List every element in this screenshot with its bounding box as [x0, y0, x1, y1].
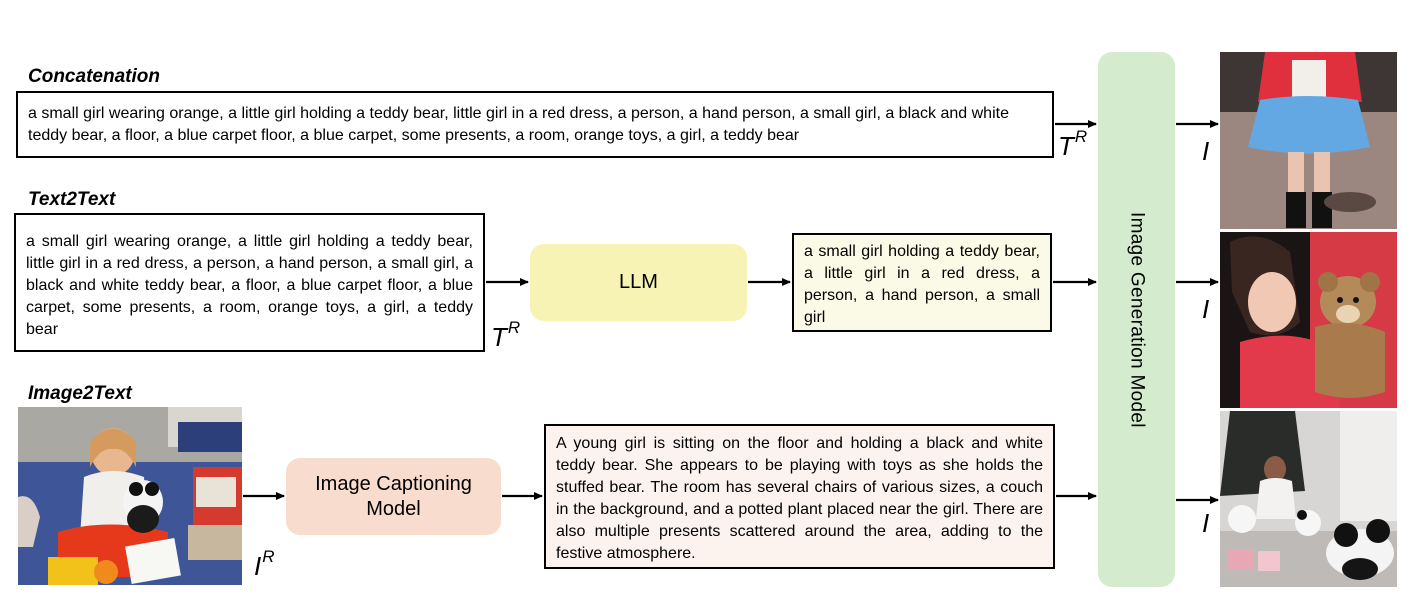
concatenation-title: Concatenation: [28, 66, 160, 87]
generated-image-2: [1220, 232, 1397, 408]
text-reference-symbol-1: TR: [1058, 127, 1087, 162]
llm-label: LLM: [619, 271, 658, 293]
output-symbol-3: I: [1202, 508, 1210, 538]
output-symbol-2: I: [1202, 294, 1210, 324]
image-reference-symbol: IR: [254, 547, 275, 582]
llm-block: LLM: [530, 244, 747, 321]
generated-image-1: [1220, 52, 1397, 229]
text-reference-letter: T: [491, 322, 507, 352]
reference-superscript: R: [262, 547, 275, 566]
llm-output-text: a small girl holding a teddy bear, a lit…: [804, 243, 1040, 326]
text2text-title: Text2Text: [28, 189, 116, 210]
reference-photo: [18, 407, 242, 585]
reference-superscript: R: [1074, 127, 1088, 146]
image-captioning-model-block: Image Captioning Model: [286, 458, 501, 535]
image-captioning-model-label: Image Captioning Model: [315, 472, 472, 520]
text-reference-letter: T: [1058, 131, 1074, 161]
generated-image-3: [1220, 411, 1397, 587]
image-generation-model-label: Image Generation Model: [1126, 211, 1148, 428]
concatenation-caption-box: a small girl wearing orange, a little gi…: [16, 91, 1054, 158]
output-symbol-1: I: [1202, 136, 1210, 166]
text2text-input-box: a small girl wearing orange, a little gi…: [14, 213, 485, 352]
reference-superscript: R: [507, 318, 521, 337]
concatenation-caption-text: a small girl wearing orange, a little gi…: [28, 105, 1009, 144]
text-reference-symbol-2: TR: [491, 318, 520, 353]
image-generation-model-block: Image Generation Model: [1098, 52, 1175, 587]
text2text-input-text: a small girl wearing orange, a little gi…: [26, 233, 473, 338]
llm-output-box: a small girl holding a teddy bear, a lit…: [792, 233, 1052, 332]
image-reference-letter: I: [254, 551, 262, 581]
image2text-title: Image2Text: [28, 383, 132, 404]
caption-output-box: A young girl is sitting on the floor and…: [544, 424, 1055, 569]
caption-output-text: A young girl is sitting on the floor and…: [556, 435, 1043, 562]
